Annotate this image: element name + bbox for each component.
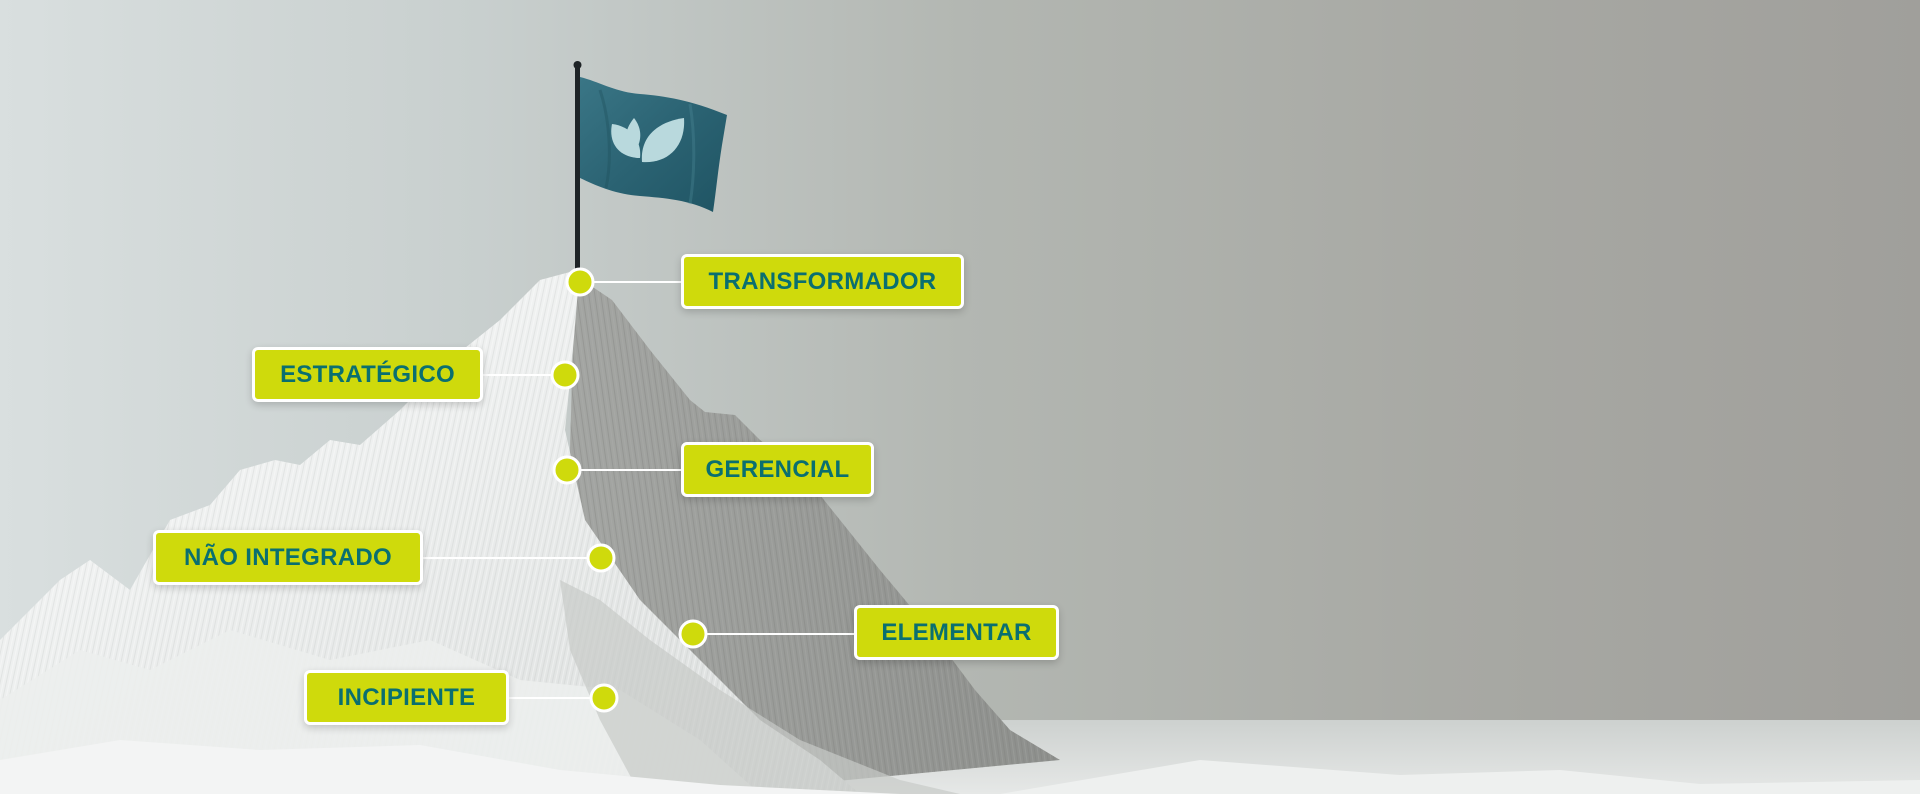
level-label-nao-integrado: NÃO INTEGRADO <box>153 530 423 585</box>
marker-nao-integrado <box>586 543 616 573</box>
marker-transformador <box>565 267 595 297</box>
level-label-estrategico: ESTRATÉGICO <box>252 347 483 402</box>
level-label-gerencial: GERENCIAL <box>681 442 874 497</box>
marker-gerencial <box>552 455 582 485</box>
marker-elementar <box>678 619 708 649</box>
leaf-icon <box>611 118 685 163</box>
flag-pole-finial <box>573 61 582 69</box>
level-label-transformador: TRANSFORMADOR <box>681 254 964 309</box>
level-label-elementar: ELEMENTAR <box>854 605 1059 660</box>
floor-snow <box>1000 760 1920 794</box>
flag-pole <box>575 66 580 278</box>
marker-estrategico <box>550 360 580 390</box>
level-label-incipiente: INCIPIENTE <box>304 670 509 725</box>
marker-incipiente <box>589 683 619 713</box>
